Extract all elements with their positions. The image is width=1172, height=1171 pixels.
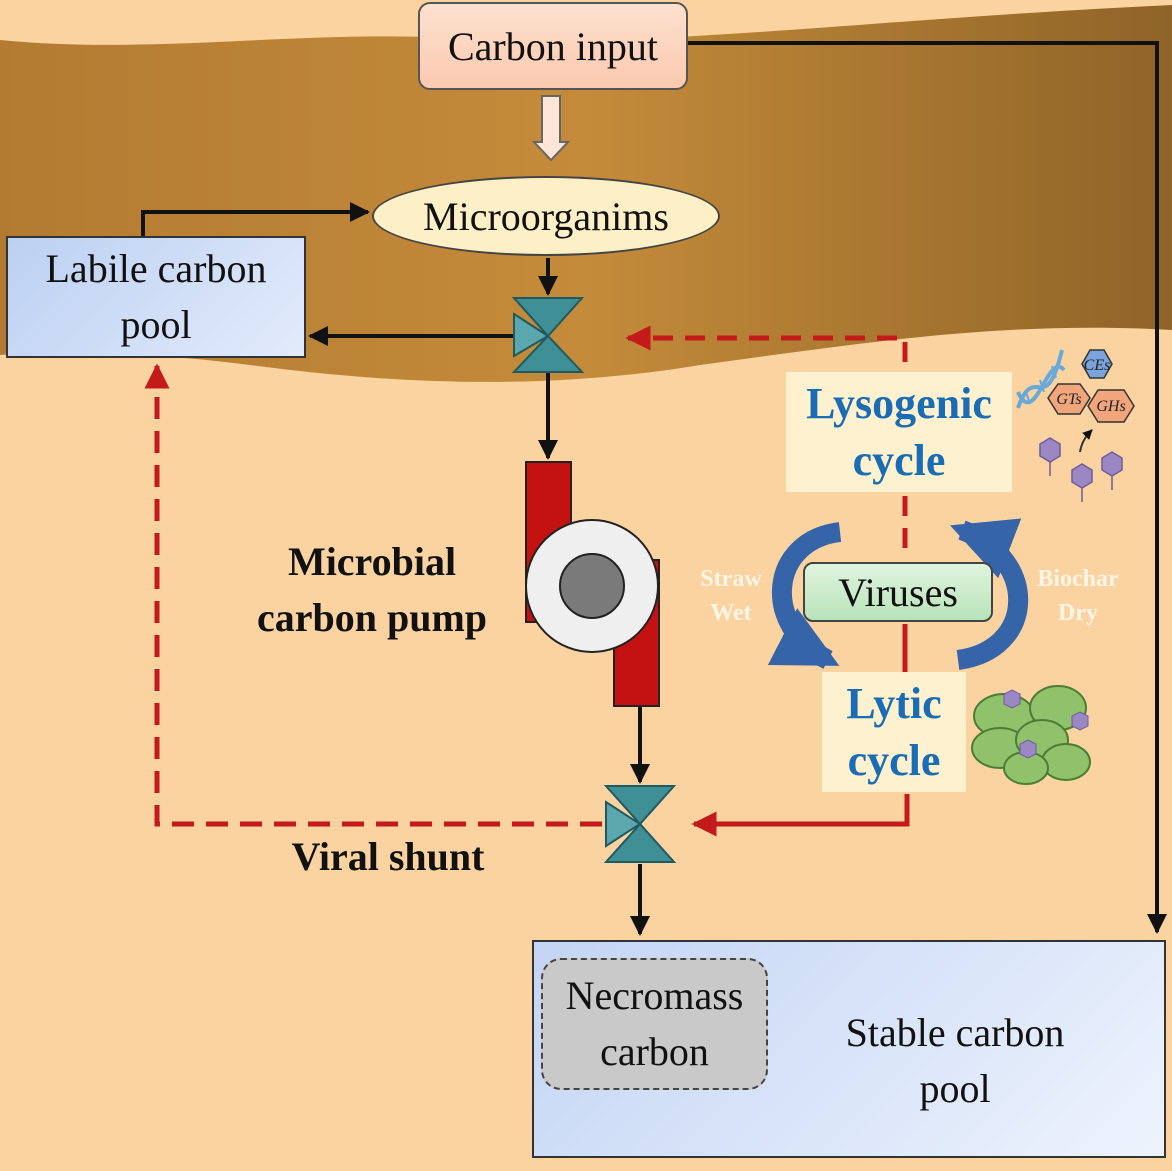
labile-carbon-pool-box: Labile carbon pool [6, 236, 306, 358]
condition-biochar-dry-label: Biochar Dry [1037, 566, 1119, 626]
viruses-box: Viruses [803, 562, 993, 622]
phage-icons-upper [1039, 437, 1123, 502]
cycle-arrow-right [950, 518, 1029, 670]
condition-straw-wet-label: Straw Wet [700, 566, 762, 626]
valve-upper [511, 297, 585, 373]
enzyme-ces-label: CEs [1084, 357, 1111, 374]
viral-shunt-label: Viral shunt [291, 834, 485, 879]
enzyme-ghs-hex [1087, 389, 1135, 423]
shunt-to-labile-arrow [144, 363, 602, 827]
enzyme-gts-hex [1047, 383, 1091, 415]
enzyme-gts-label: GTs [1056, 391, 1081, 408]
necromass-carbon-box: Necromass carbon [541, 958, 768, 1090]
input-to-stable-arrow [688, 41, 1167, 934]
labile-to-microbes-arrow [141, 202, 370, 236]
carbon-input-box: Carbon input [418, 2, 688, 90]
lysogenic-cycle-label: Lysogenic cycle [786, 372, 1012, 492]
enzyme-ces-hex [1081, 349, 1113, 379]
lysogenic-to-valve-arrow [625, 325, 908, 362]
enzyme-hexagons: CEs GTs GHs [1047, 349, 1135, 453]
microbial-carbon-pump-label: Microbial carbon pump [256, 539, 488, 640]
dna-icon [1016, 349, 1066, 409]
stable-carbon-pool-label: Stable carbon pool [845, 1010, 1065, 1111]
infected-cells-icon [971, 685, 1091, 785]
pump-graphic [525, 461, 660, 707]
enzyme-ghs-label: GHs [1096, 398, 1125, 415]
lytic-cycle-label: Lytic cycle [822, 672, 966, 792]
lytic-to-shunt-arrow [691, 794, 910, 837]
input-arrow [531, 95, 571, 162]
microorganisms-ellipse: Microorganims [372, 176, 720, 256]
valve-lower [603, 785, 677, 863]
cycle-arrow-left [767, 522, 842, 669]
